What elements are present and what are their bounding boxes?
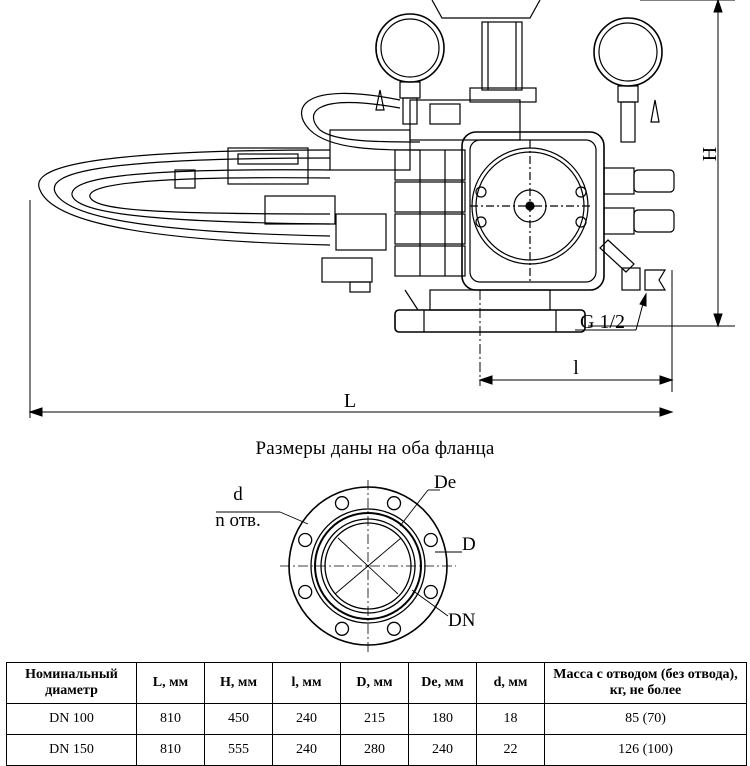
flange-label-dn: DN xyxy=(448,610,476,631)
table-cell: 85 (70) xyxy=(544,703,747,735)
main-valve-body xyxy=(461,131,605,291)
table-cell: 22 xyxy=(476,734,545,766)
dimension-L xyxy=(28,200,674,418)
flange-label-holes: n отв. xyxy=(215,510,261,531)
flange-label-d: d xyxy=(233,484,243,505)
header-l-offset: l, мм xyxy=(272,662,341,704)
table-cell: 810 xyxy=(136,703,205,735)
header-l-total: L, мм xyxy=(136,662,205,704)
right-fittings xyxy=(599,167,675,291)
table-cell: DN 150 xyxy=(6,734,137,766)
table-cell: 240 xyxy=(272,703,341,735)
table-header-row: Номинальный диаметр L, мм H, мм l, мм D,… xyxy=(6,662,747,704)
table-cell: 450 xyxy=(204,703,273,735)
bottom-flange xyxy=(394,289,586,333)
hoses xyxy=(38,92,421,246)
flange-bolt-holes xyxy=(298,496,438,636)
piping-block xyxy=(174,99,521,293)
header-nominal-diameter: Номинальный диаметр xyxy=(6,662,137,704)
table-cell: 18 xyxy=(476,703,545,735)
pressure-gauge-right xyxy=(593,17,663,143)
thread-leader xyxy=(575,292,647,331)
flange-label-d-outer: D xyxy=(462,534,476,555)
specifications-table: Номинальный диаметр L, мм H, мм l, мм D,… xyxy=(6,662,747,766)
bolt-hole xyxy=(386,496,402,511)
table-row: DN 100 810 450 240 215 180 18 85 (70) xyxy=(6,703,747,735)
header-d-hole: d, мм xyxy=(476,662,545,704)
flange-diagram: d n отв. De D DN xyxy=(215,472,476,652)
table-row: DN 150 810 555 240 280 240 22 126 (100) xyxy=(6,734,747,766)
bolt-hole xyxy=(386,621,402,636)
table-cell: 126 (100) xyxy=(544,734,747,766)
dimension-H xyxy=(588,0,735,328)
table-cell: 555 xyxy=(204,734,273,766)
label-H: H xyxy=(699,147,721,161)
dimension-l xyxy=(478,270,674,392)
label-l: l xyxy=(573,357,579,379)
top-pipe xyxy=(431,0,541,103)
bolt-hole xyxy=(334,621,350,636)
table-cell: 280 xyxy=(340,734,409,766)
table-cell: 215 xyxy=(340,703,409,735)
table-cell: DN 100 xyxy=(6,703,137,735)
header-de: De, мм xyxy=(408,662,477,704)
header-mass: Масса с отводом (без отвода), кг, не бол… xyxy=(544,662,747,704)
header-h: H, мм xyxy=(204,662,273,704)
caption: Размеры даны на оба фланца xyxy=(255,438,495,459)
table-cell: 240 xyxy=(272,734,341,766)
label-L: L xyxy=(344,390,356,412)
bolt-hole xyxy=(423,584,438,600)
flange-label-de: De xyxy=(434,472,456,493)
bolt-hole xyxy=(423,532,438,548)
table-cell: 810 xyxy=(136,734,205,766)
valve-assembly-drawing: H l L G 1/2 xyxy=(28,0,735,418)
valve-blocks xyxy=(394,149,466,277)
table-cell: 180 xyxy=(408,703,477,735)
label-thread-g12: G 1/2 xyxy=(580,311,625,333)
bolt-hole xyxy=(298,584,313,600)
bolt-hole xyxy=(298,532,313,548)
bolt-hole xyxy=(334,496,350,511)
table-cell: 240 xyxy=(408,734,477,766)
header-d-outer: D, мм xyxy=(340,662,409,704)
